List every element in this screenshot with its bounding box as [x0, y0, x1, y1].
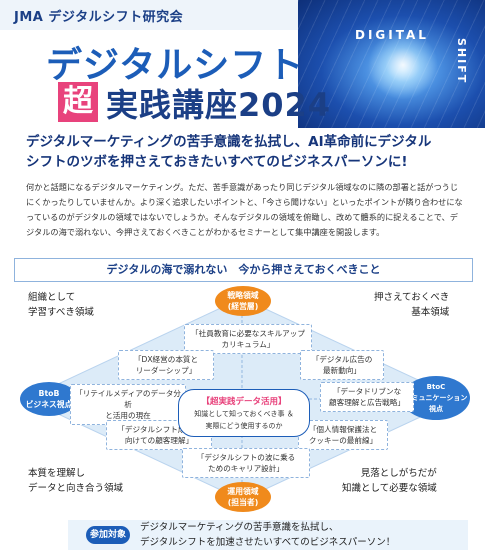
- oval-text: 運用領域: [227, 487, 259, 496]
- topic-text: カリキュラム」: [221, 340, 275, 349]
- topic-text: リーダーシップ」: [135, 366, 197, 375]
- topic-text: 「デジタルシフトの波に乗る: [196, 453, 296, 462]
- topic-box: 「個人情報保護法とクッキーの最前線」: [298, 420, 388, 450]
- oval-strategy: 戦略領域 (経営層): [215, 286, 271, 316]
- topic-text: 「データドリブンな: [332, 387, 402, 396]
- topic-box: 「デジタル広告の最新動向」: [300, 350, 384, 380]
- target-badge: 参加対象: [86, 526, 130, 544]
- quadrant-text: 見落としがちだが: [360, 468, 437, 479]
- oval-text: (担当者): [227, 498, 259, 507]
- lead-line-2: シフトのツボを押さえておきたいすべてのビジネスパーソンに!: [26, 154, 408, 170]
- oval-text: 視点: [429, 404, 443, 413]
- topic-text: ためのキャリア設計」: [208, 464, 284, 473]
- topic-text: 「デジタル広告の: [311, 355, 373, 364]
- header-banner: DIGITAL SHIFT JMA デジタルシフト研究会 デジタルシフト 超 実…: [0, 0, 485, 128]
- topic-text: 向けての顧客理解」: [124, 436, 194, 445]
- topic-box: 「デジタルシフトの波に乗るためのキャリア設計」: [182, 448, 310, 478]
- organizer-name: JMA デジタルシフト研究会: [14, 10, 184, 25]
- quadrant-top-right: 押さえておくべき 基本領域: [374, 290, 449, 320]
- body-paragraph: 何かと話題になるデジタルマーケティング。ただ、苦手意識があったり同じデジタル領域…: [26, 182, 463, 237]
- title-highlight-badge: 超: [58, 82, 98, 122]
- topic-text: 「社員教育に必要なスキルアップ: [191, 329, 305, 338]
- center-box: 【超実践データ活用】 知識として知っておくべき事 ＆ 実際にどう使用するのか: [178, 389, 310, 437]
- header-top-bar: [0, 0, 300, 30]
- topic-text: 「リテイルメディアのデータ分析: [75, 389, 181, 409]
- lead-line-1: デジタルマーケティングの苦手意識を払拭し、AI革命前にデジタル: [26, 134, 432, 150]
- topic-text: 「個人情報保護法と: [308, 425, 378, 434]
- oval-operation: 運用領域 (担当者): [215, 482, 271, 512]
- footer-band: [68, 520, 468, 550]
- topic-box: 「DX経営の本質とリーダーシップ」: [118, 350, 214, 380]
- target-text: デジタルマーケティングの苦手意識を払拭し、 デジタルシフトを加速させたいすべての…: [140, 520, 395, 550]
- digital-art-image: [298, 0, 485, 128]
- page-subtitle: 実践講座2024: [106, 86, 332, 124]
- center-sub: 知識として知っておくべき事 ＆: [194, 410, 294, 418]
- topic-text: 「DX経営の本質と: [133, 355, 199, 364]
- diagram: 組織として 学習すべき領域 押さえておくべき 基本領域 本質を理解し データと向…: [14, 286, 471, 512]
- target-line-1: デジタルマーケティングの苦手意識を払拭し、: [140, 522, 339, 533]
- oval-text: BtoB: [38, 389, 60, 398]
- quadrant-bottom-left: 本質を理解し データと向き合う領域: [28, 466, 123, 496]
- topic-text: クッキーの最前線」: [308, 436, 378, 445]
- oval-text: ビジネス視点: [25, 400, 73, 409]
- oval-btob: BtoB ビジネス視点: [20, 382, 78, 416]
- topic-box: 「リテイルメディアのデータ分析と活用の現在: [70, 384, 186, 425]
- quadrant-text: 学習すべき領域: [28, 307, 94, 318]
- oval-text: BtoC: [426, 382, 446, 391]
- art-text-digital: DIGITAL: [355, 28, 429, 42]
- quadrant-text: 押さえておくべき: [374, 292, 450, 303]
- diagram-heading: デジタルの海で溺れない 今から押さえておくべきこと: [14, 258, 473, 282]
- quadrant-text: 知識として必要な領域: [342, 483, 437, 494]
- quadrant-text: データと向き合う領域: [28, 483, 124, 494]
- art-text-shift: SHIFT: [455, 38, 468, 85]
- quadrant-text: 本質を理解し: [28, 468, 86, 479]
- topic-text: 「デジタルシフト成功に: [117, 425, 201, 434]
- art-glow: [368, 30, 438, 100]
- page-title: デジタルシフト: [46, 45, 305, 86]
- oval-text: 戦略領域: [227, 291, 259, 300]
- center-sub: 実際にどう使用するのか: [205, 422, 283, 430]
- quadrant-bottom-right: 見落としがちだが 知識として必要な領域: [342, 466, 437, 496]
- oval-text: コミュニケーション: [404, 393, 468, 402]
- quadrant-text: 組織として: [28, 292, 76, 303]
- topic-box: 「社員教育に必要なスキルアップカリキュラム」: [184, 324, 312, 354]
- topic-text: と活用の現在: [105, 411, 151, 420]
- target-line-2: デジタルシフトを加速させたいすべてのビジネスパーソン！: [140, 537, 396, 548]
- oval-text: (経営層): [227, 302, 259, 311]
- lead-text: デジタルマーケティングの苦手意識を払拭し、AI革命前にデジタル シフトのツボを押…: [26, 132, 466, 172]
- center-title: 【超実践データ活用】: [201, 397, 287, 407]
- topic-text: 顧客理解と広告戦略」: [329, 398, 405, 407]
- topic-box: 「データドリブンな顧客理解と広告戦略」: [320, 382, 414, 412]
- quadrant-text: 基本領域: [411, 307, 450, 318]
- quadrant-top-left: 組織として 学習すべき領域: [28, 290, 94, 320]
- topic-text: 最新動向」: [323, 366, 361, 375]
